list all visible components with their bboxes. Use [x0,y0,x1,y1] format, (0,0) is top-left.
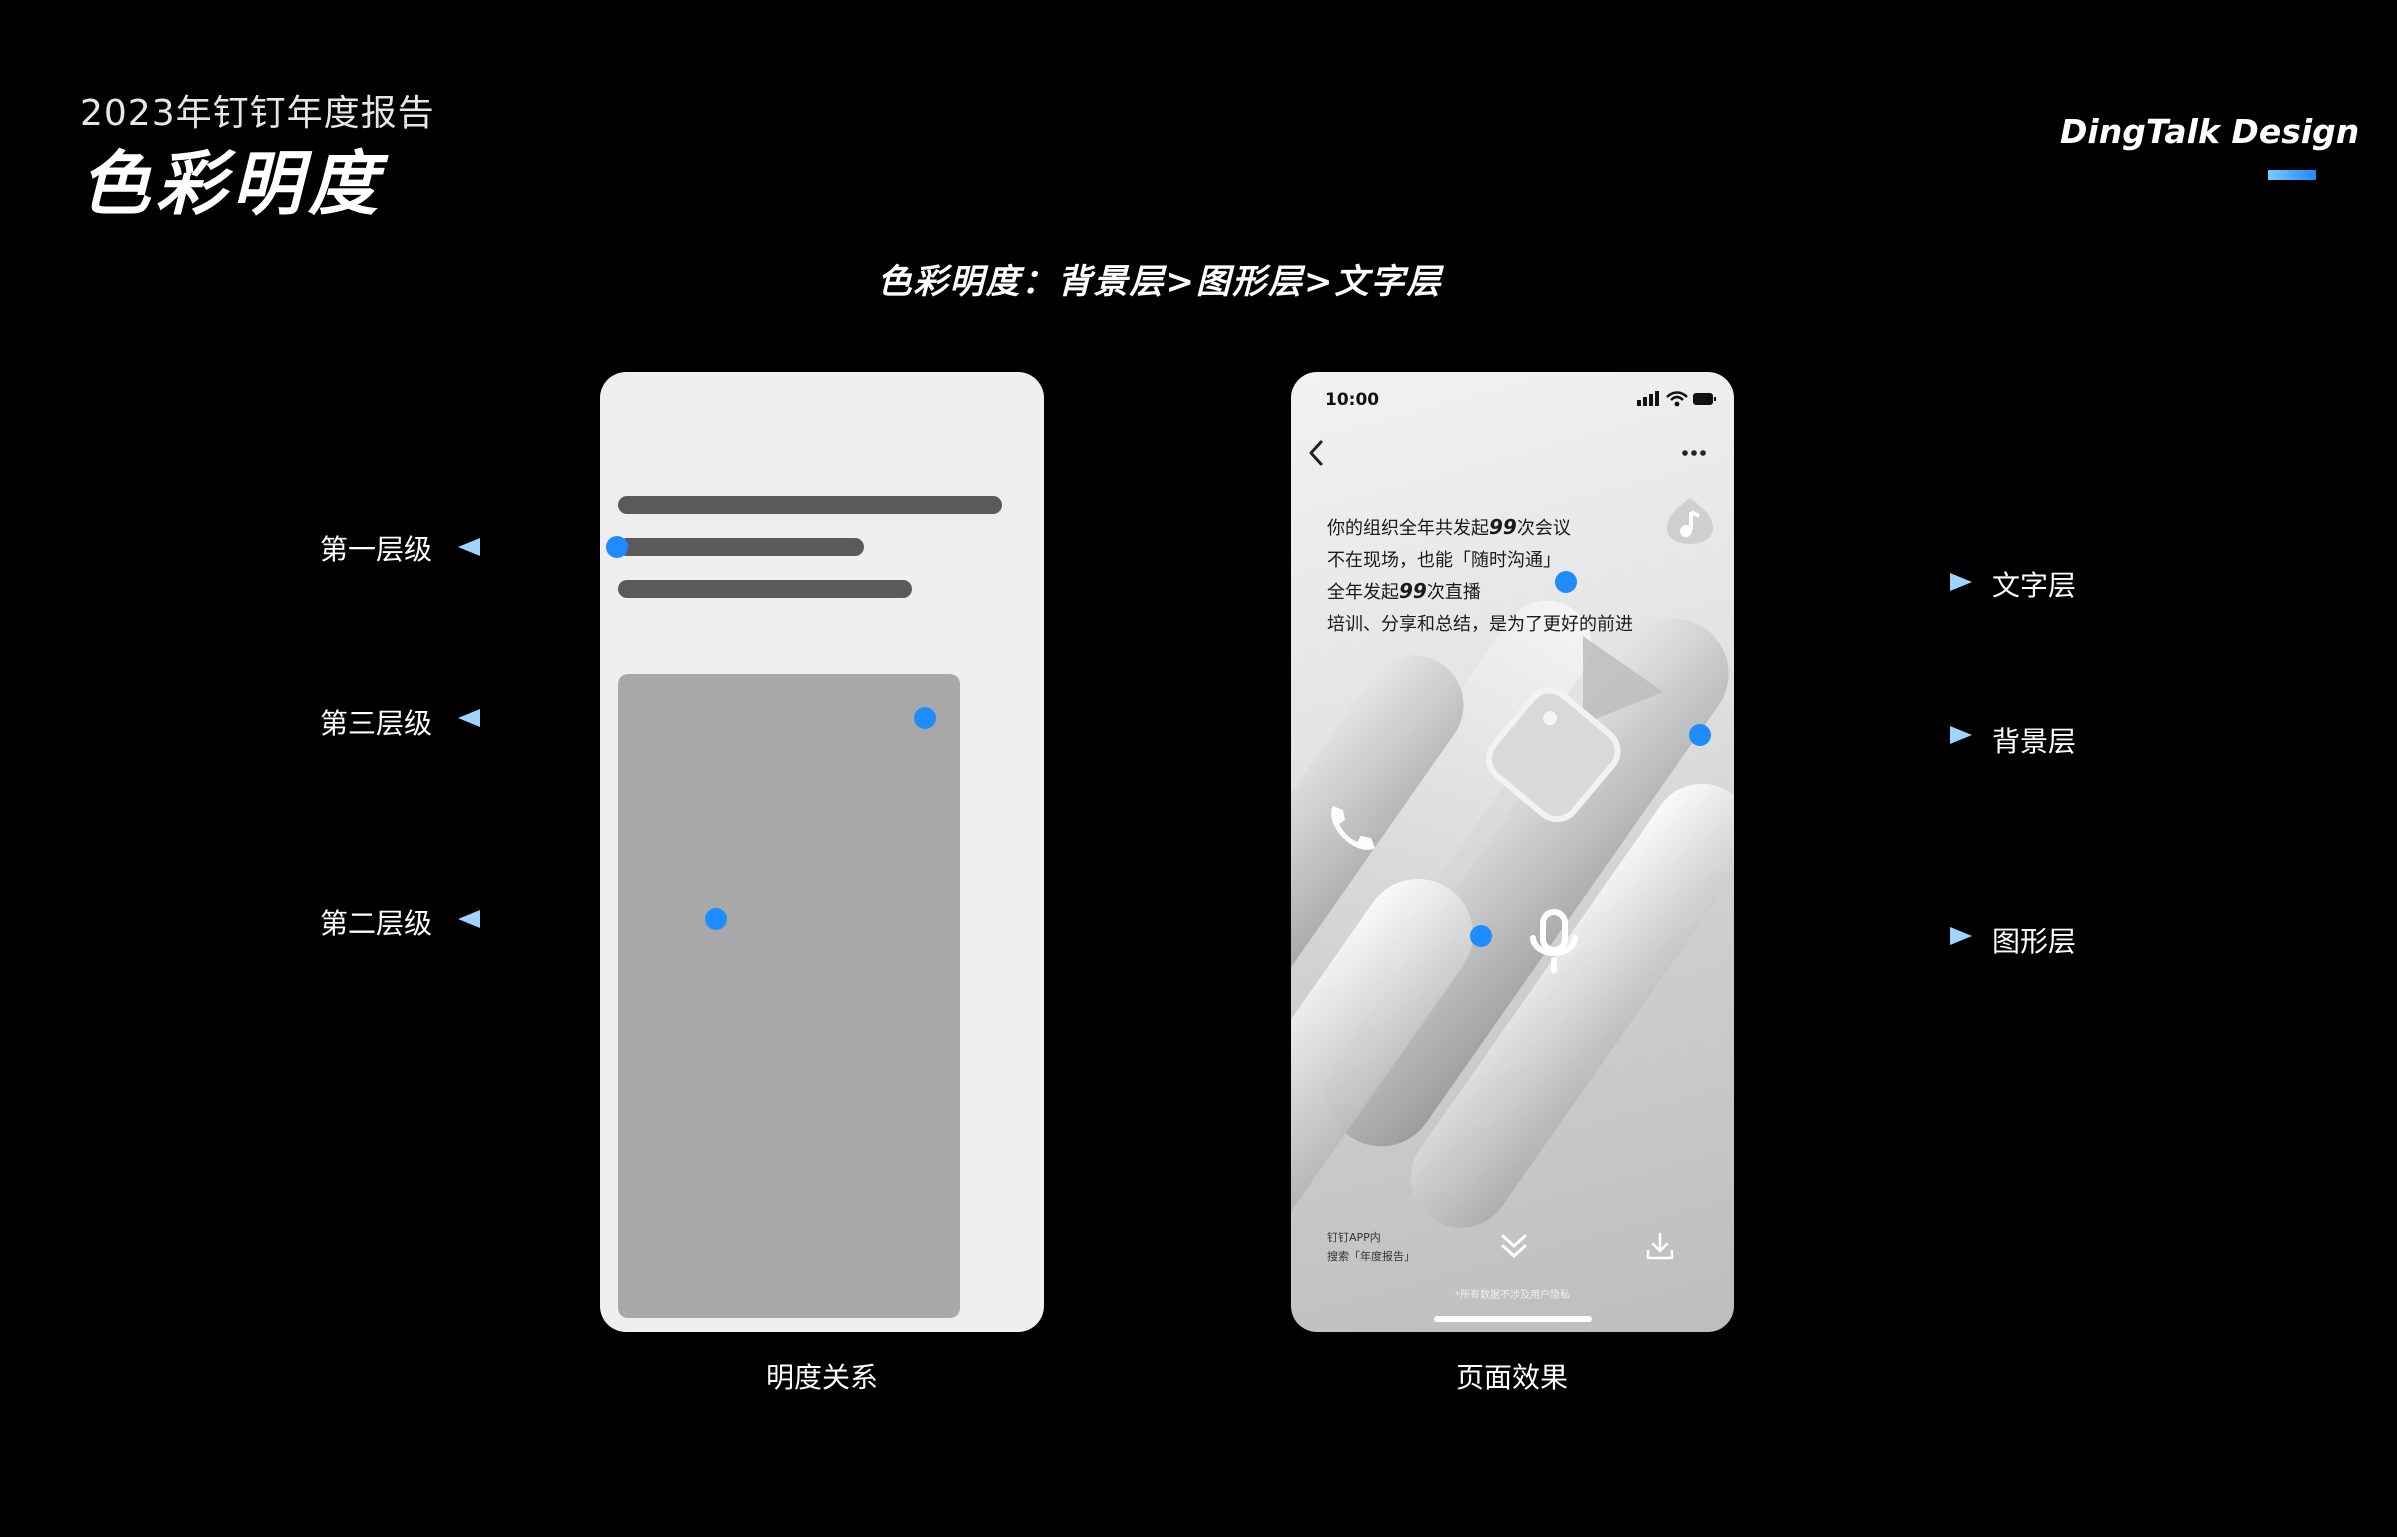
phone-text-line: 你的组织全年共发起99次会议 [1327,515,1571,539]
brand-logo-text: DingTalk Design [2060,112,2360,151]
wire-text-bar [618,538,864,556]
phone-text-line: 全年发起99次直播 [1327,579,1481,603]
wire-text-bar [618,496,1002,514]
status-time: 10:00 [1325,390,1380,410]
phone-icon [1331,806,1375,850]
right-caption: 页面效果 [1455,1361,1568,1394]
status-bar-icons [1637,391,1716,407]
label-level-2: 第二层级 [320,907,433,940]
double-chevron-down-icon[interactable] [1497,1230,1531,1264]
background-graphics [1291,600,1734,1293]
left-caption: 明度关系 [765,1361,878,1394]
lightness-wireframe-phone [600,372,1044,1332]
microphone-icon [1530,909,1578,973]
play-icon [1583,636,1663,724]
phone-footer-hint: 钉钉APP内 搜索「年度报告」 [1327,1228,1415,1266]
brand-accent-bar [2268,170,2316,180]
wire-text-bar [618,580,912,598]
more-dots-icon[interactable] [1677,436,1711,470]
page-title: 色彩明度 [80,143,384,225]
label-background-layer: 背景层 [1992,725,2077,758]
report-subtitle: 2023年钉钉年度报告 [80,93,435,134]
label-level-1: 第一层级 [320,533,433,566]
phone-text-line: 不在现场，也能「随时沟通」 [1327,550,1561,571]
chevron-left-icon[interactable] [1299,436,1333,470]
page-effect-phone: 10:00 你的组织全年共发起99次会议 不在现场，也能「随时沟通」 全年发起9… [1291,372,1734,1332]
music-note-icon[interactable] [1663,494,1717,548]
wire-graphic-block [618,674,960,1318]
footer-line: 搜索「年度报告」 [1327,1250,1415,1263]
section-heading: 色彩明度：背景层>图形层>文字层 [877,262,1443,302]
label-text-layer: 文字层 [1992,569,2077,602]
label-level-3: 第三层级 [320,707,433,740]
home-indicator[interactable] [1434,1316,1592,1322]
privacy-disclaimer: *所有数据不涉及用户隐私 [1455,1290,1570,1301]
download-icon[interactable] [1643,1230,1677,1264]
footer-line: 钉钉APP内 [1327,1231,1381,1244]
phone-text-line: 培训、分享和总结，是为了更好的前进 [1327,614,1633,635]
label-graphic-layer: 图形层 [1992,925,2077,958]
